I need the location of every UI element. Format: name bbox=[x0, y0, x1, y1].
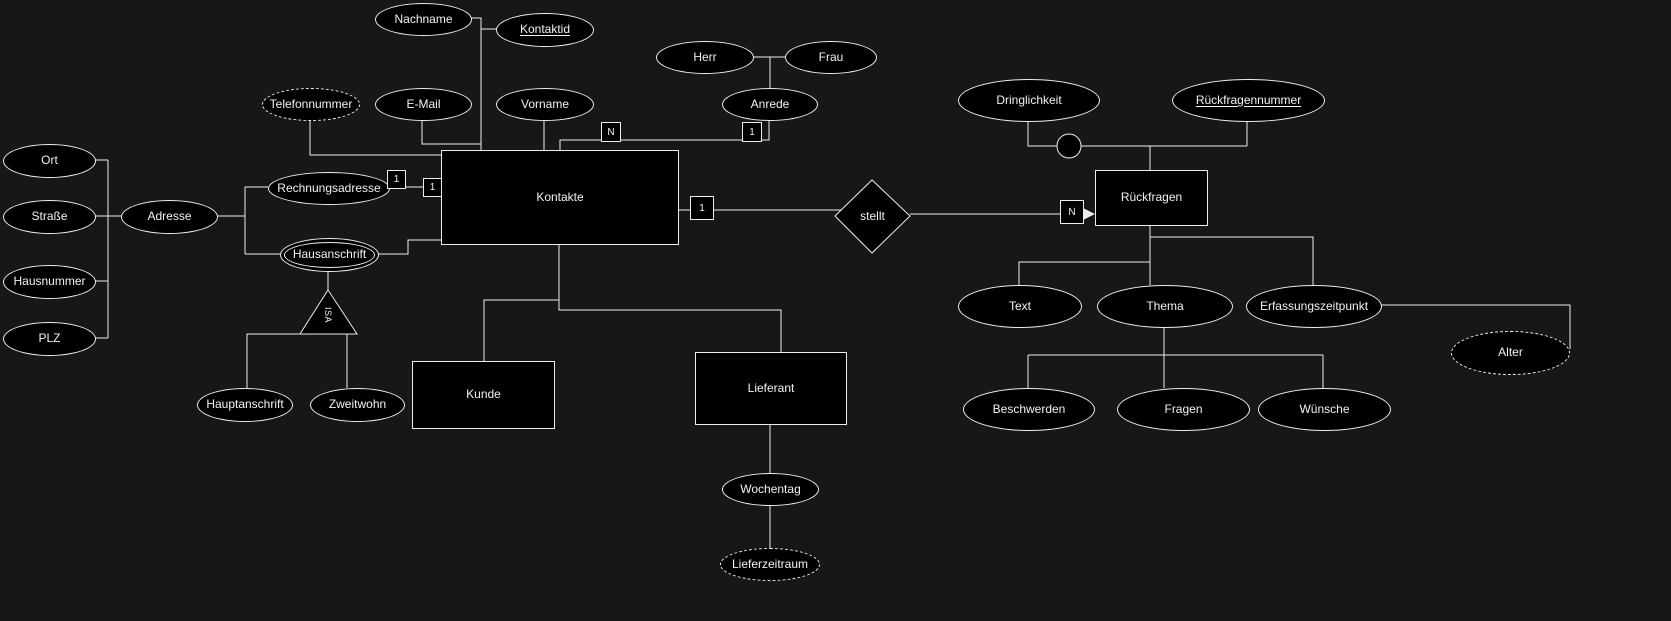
connector-nachname-kontakte bbox=[470, 17, 482, 150]
attribute-alter[interactable]: Alter bbox=[1451, 331, 1570, 375]
attribute-strasse[interactable]: Straße bbox=[3, 200, 96, 234]
connector-isa-hauptanschrift bbox=[246, 333, 305, 388]
attribute-adresse[interactable]: Adresse bbox=[121, 200, 218, 234]
cardinality-stellt-1[interactable]: 1 bbox=[690, 196, 714, 220]
entity-kontakte[interactable]: Kontakte bbox=[441, 150, 679, 245]
cardinality-rechnungsadresse-a[interactable]: 1 bbox=[387, 170, 406, 189]
entity-lieferant[interactable]: Lieferant bbox=[695, 352, 847, 425]
attribute-hausanschrift[interactable]: Hausanschrift bbox=[280, 238, 379, 272]
attribute-lieferzeitraum[interactable]: Lieferzeitraum bbox=[720, 548, 820, 581]
attribute-anrede[interactable]: Anrede bbox=[722, 88, 818, 121]
relationship-stellt-shape[interactable] bbox=[834, 179, 911, 254]
attribute-frau[interactable]: Frau bbox=[785, 41, 877, 74]
attribute-ort[interactable]: Ort bbox=[3, 144, 96, 178]
attribute-text[interactable]: Text bbox=[958, 285, 1082, 328]
attribute-fragen[interactable]: Fragen bbox=[1117, 388, 1250, 431]
attribute-thema[interactable]: Thema bbox=[1097, 285, 1233, 328]
attribute-rechnungsadresse[interactable]: Rechnungsadresse bbox=[268, 172, 390, 205]
attribute-wuensche[interactable]: Wünsche bbox=[1258, 388, 1391, 431]
attribute-telefonnummer[interactable]: Telefonnummer bbox=[262, 88, 360, 121]
connector-telefonnummer-kontakte bbox=[309, 119, 441, 156]
attribute-herr[interactable]: Herr bbox=[656, 41, 754, 74]
cardinality-rechnungsadresse-b[interactable]: 1 bbox=[423, 178, 442, 197]
attribute-kontaktid[interactable]: Kontaktid bbox=[496, 13, 594, 47]
attribute-wochentag[interactable]: Wochentag bbox=[722, 473, 819, 506]
cardinality-stellt-n[interactable]: N bbox=[1060, 200, 1084, 224]
connector-kontakte-lieferant bbox=[558, 300, 782, 352]
connector-erfassungszeitpunkt-alter bbox=[1380, 304, 1571, 349]
entity-rueckfragen[interactable]: Rückfragen bbox=[1095, 170, 1208, 226]
connector-dringlichkeit-junction bbox=[1027, 120, 1057, 147]
cardinality-anrede-1[interactable]: 1 bbox=[742, 122, 762, 142]
attribute-dringlichkeit[interactable]: Dringlichkeit bbox=[958, 79, 1100, 122]
attribute-hausnummer[interactable]: Hausnummer bbox=[3, 265, 96, 299]
connector-email-kontakte bbox=[421, 119, 481, 145]
attribute-hauptanschrift[interactable]: Hauptanschrift bbox=[197, 388, 293, 422]
connector-hausanschrift-kontakte bbox=[377, 239, 441, 255]
junction-dot[interactable] bbox=[1056, 133, 1082, 159]
attribute-plz[interactable]: PLZ bbox=[3, 322, 96, 356]
connector-kontakte-kunde bbox=[483, 243, 560, 361]
attribute-rueckfragennummer[interactable]: Rückfragennummer bbox=[1172, 79, 1325, 122]
attribute-vorname[interactable]: Vorname bbox=[496, 88, 594, 121]
connector-rueckfragen-text bbox=[1018, 261, 1150, 285]
attribute-erfassungszeitpunkt[interactable]: Erfassungszeitpunkt bbox=[1246, 285, 1382, 328]
attribute-email[interactable]: E-Mail bbox=[375, 88, 472, 121]
attribute-zweitwohn[interactable]: Zweitwohn bbox=[310, 388, 405, 422]
connector-rueckfragen-erfassungszeitpunkt bbox=[1150, 236, 1314, 285]
cardinality-anrede-n[interactable]: N bbox=[601, 122, 621, 142]
isa-triangle[interactable] bbox=[299, 289, 358, 335]
arrowhead-rueckfragen-icon bbox=[1083, 208, 1095, 220]
attribute-beschwerden[interactable]: Beschwerden bbox=[963, 388, 1095, 431]
attribute-nachname[interactable]: Nachname bbox=[375, 3, 472, 36]
entity-kunde[interactable]: Kunde bbox=[412, 361, 555, 429]
connector-anrede-kontakte bbox=[559, 119, 770, 150]
